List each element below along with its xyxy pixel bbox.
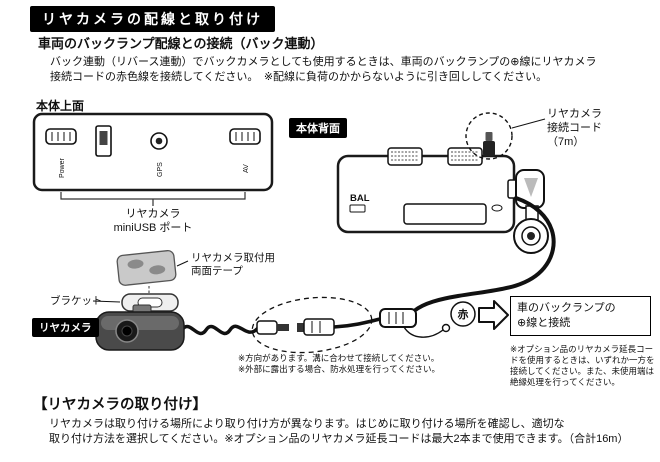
- connect-arrow-icon: [478, 300, 509, 330]
- tape-caption-line-1: リヤカメラ取付用: [191, 252, 275, 264]
- connector-highlight-ellipse: [251, 296, 373, 354]
- rear-camera-illustration: [95, 304, 185, 351]
- cord-caption-line-3: （7m）: [547, 136, 585, 148]
- direction-note: ※方向があります。溝に合わせて接続してください。: [238, 353, 440, 363]
- red-label-badge: 赤: [450, 301, 476, 327]
- red-label-text: 赤: [458, 307, 469, 321]
- tape-label-leader-line: [176, 260, 189, 267]
- miniusb-caption-line-2: miniUSB ポート: [113, 222, 193, 234]
- miniusb-port-caption: リヤカメラ miniUSB ポート: [98, 207, 208, 235]
- tape-illustration: [116, 249, 177, 286]
- waterproof-note: ※外部に露出する場合、防水処理を行ってください。: [238, 364, 440, 374]
- cord-caption-line-2: 接続コード: [547, 122, 602, 134]
- backlamp-box-line-1: 車のバックランプの: [517, 302, 616, 314]
- mount-clamp-icons: [387, 147, 483, 166]
- page-title: リヤカメラの配線と取り付け: [30, 6, 275, 32]
- assembly-dash-lines: [148, 286, 151, 316]
- inline-connector-icon: [379, 308, 417, 328]
- rear-camera-badge: リヤカメラ: [32, 318, 99, 337]
- gps-jack-icon: GPS: [150, 132, 168, 177]
- install-body-line-1: リヤカメラは取り付ける場所により取り付け方が異なります。はじめに取り付ける場所を…: [49, 418, 565, 430]
- bracket-caption: ブラケット: [50, 295, 103, 307]
- cord-segment: [332, 317, 382, 329]
- cord-caption-line-1: リヤカメラ: [547, 108, 602, 120]
- camera-cable: [180, 324, 259, 336]
- intro-line-1: バック連動（リバース連動）でバックカメラとしても使用するときは、車両のバックラン…: [50, 56, 597, 68]
- install-body-line-2: 取り付け方法を選択してください。※オプション品のリヤカメラ延長コードは最大2本ま…: [49, 433, 629, 445]
- cord-caption: リヤカメラ 接続コード （7m）: [547, 107, 602, 149]
- backlamp-box-line-2: ⊕線と接続: [517, 317, 571, 329]
- mirror-plate: [403, 203, 487, 225]
- intro-text: バック連動（リバース連動）でバックカメラとしても使用するときは、車両のバックラン…: [50, 55, 630, 85]
- miniusb-pointer-bracket: [60, 192, 246, 206]
- power-port-label: Power: [59, 157, 66, 178]
- brand-logo: BAL: [350, 193, 370, 204]
- backlamp-connection-box: 車のバックランプの ⊕線と接続: [510, 296, 651, 336]
- miniusb-caption-line-1: リヤカメラ: [125, 208, 181, 220]
- mirror-camera-mount: [507, 169, 549, 254]
- device-rear-view: BAL: [336, 147, 516, 234]
- intro-line-2: 接続コードの赤色線を接続してください。 ※配線に負荷のかからないように引き回しし…: [50, 71, 548, 83]
- connector-notes: ※方向があります。溝に合わせて接続してください。 ※外部に露出する場合、防水処理…: [238, 353, 440, 375]
- cord-label-leader-line: [511, 118, 546, 129]
- mirror-sticker: [349, 204, 366, 213]
- tape-caption-line-2: 両面テープ: [191, 265, 243, 277]
- connector-highlight-circle: [465, 112, 513, 160]
- device-top-view: Power GPS AV: [32, 112, 274, 206]
- section-subtitle: 車両のバックランプ配線との接続（バック連動）: [38, 36, 324, 51]
- gps-jack-label: GPS: [157, 162, 164, 177]
- tape-caption: リヤカメラ取付用 両面テープ: [191, 252, 275, 278]
- install-heading: 【リヤカメラの取り付け】: [33, 397, 207, 413]
- power-port-icon: Power: [45, 128, 77, 178]
- rear-camera-cord: [412, 196, 556, 313]
- av-port-label: AV: [243, 164, 250, 173]
- option-cord-note: ※オプション品のリヤカメラ延長コードを使用するときは、いずれか一方を接続してくだ…: [510, 344, 655, 387]
- cord-connector-icon: [483, 132, 495, 156]
- socket-connector-icon: [297, 318, 335, 336]
- sd-card-slot-icon: [95, 125, 112, 157]
- mirror-hole: [491, 204, 503, 212]
- av-port-icon: AV: [229, 128, 261, 173]
- rear-view-badge: 本体背面: [289, 118, 347, 138]
- red-wire: [403, 326, 444, 338]
- wire-terminal-icon: [441, 323, 451, 333]
- bracket-illustration: [121, 293, 179, 312]
- top-view-caption: 本体上面: [36, 99, 85, 113]
- plug-connector-icon: [256, 320, 289, 335]
- install-body: リヤカメラは取り付ける場所により取り付け方が異なります。はじめに取り付ける場所を…: [49, 417, 644, 447]
